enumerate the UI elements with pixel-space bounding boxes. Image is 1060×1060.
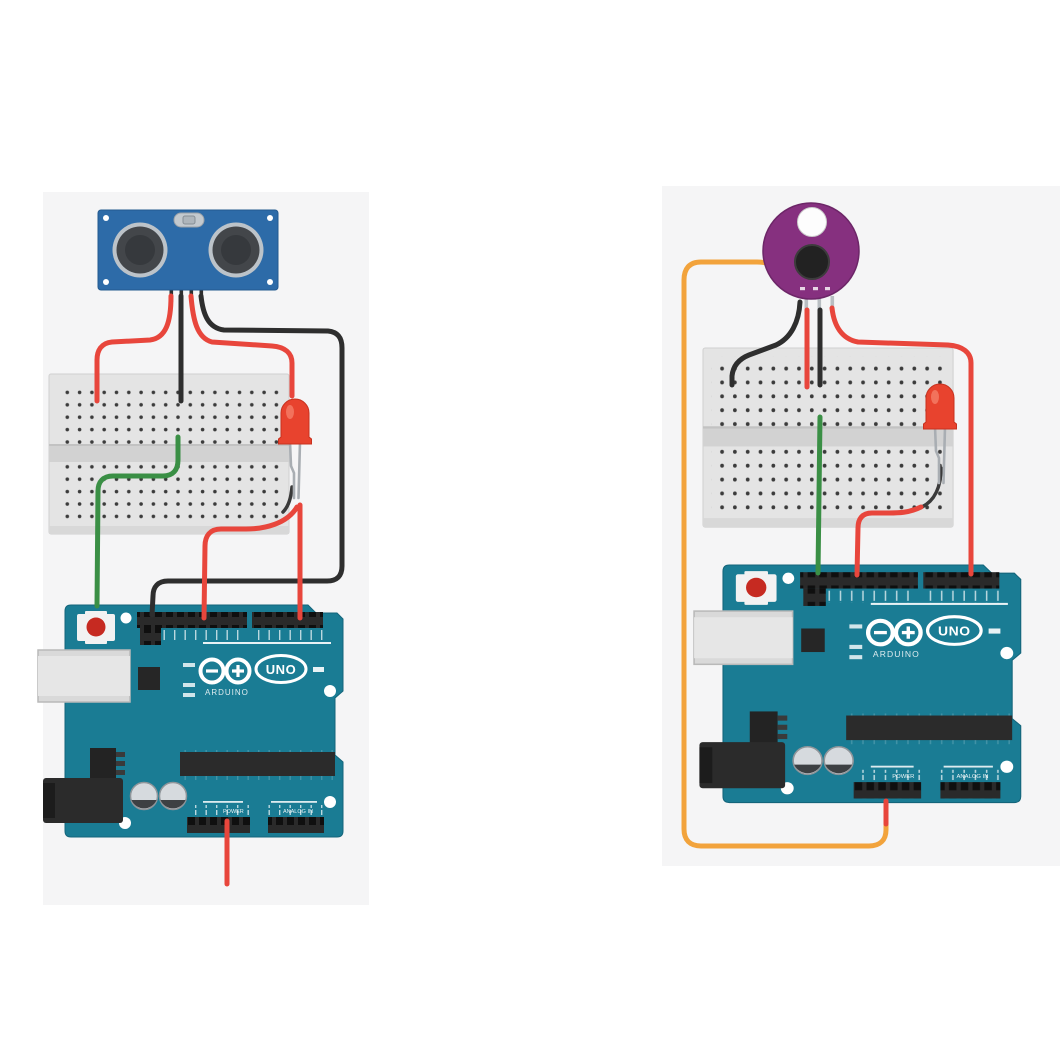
- ultrasonic-transducer: [208, 222, 264, 278]
- right-breadboard[interactable]: [702, 347, 954, 528]
- crystal-oscillator: [173, 212, 205, 228]
- sensor-pin-label: [825, 287, 830, 291]
- sensor-pin: [817, 296, 822, 312]
- wire-red-led[interactable]: [854, 504, 924, 578]
- sensor-pin: [830, 296, 835, 312]
- wire-red-echo[interactable]: [188, 293, 295, 399]
- pcb-hole: [103, 279, 109, 285]
- pcb-hole: [267, 215, 273, 221]
- wire-black-gnd[interactable]: [149, 293, 345, 618]
- wire-red-signal[interactable]: [829, 305, 974, 577]
- sensor-dome: [794, 244, 830, 280]
- wire-green[interactable]: [94, 434, 181, 609]
- pcb-hole: [103, 215, 109, 221]
- led-cathode-lead: [281, 485, 294, 514]
- ultrasonic-sensor-hcsr04[interactable]: [97, 209, 279, 302]
- left-circuit: [36, 192, 369, 905]
- sensor-pin-label: [813, 287, 818, 291]
- right-circuit: [662, 186, 1060, 866]
- sensor-pin: [804, 296, 809, 312]
- round-sensor-module[interactable]: [762, 202, 860, 312]
- left-arduino-uno[interactable]: [36, 603, 345, 839]
- led-cathode-lead: [920, 466, 943, 509]
- wire-red-led-a[interactable]: [201, 504, 300, 621]
- wire-red-vcc[interactable]: [94, 293, 174, 404]
- sensor-mount-hole: [797, 207, 827, 237]
- right-arduino-uno[interactable]: [694, 565, 1021, 803]
- ultrasonic-transducer: [112, 222, 168, 278]
- wire-green[interactable]: [815, 414, 823, 576]
- pcb-hole: [267, 279, 273, 285]
- left-breadboard[interactable]: [48, 373, 290, 535]
- wire-black-curved[interactable]: [729, 299, 803, 388]
- sensor-pin-label: [800, 287, 805, 291]
